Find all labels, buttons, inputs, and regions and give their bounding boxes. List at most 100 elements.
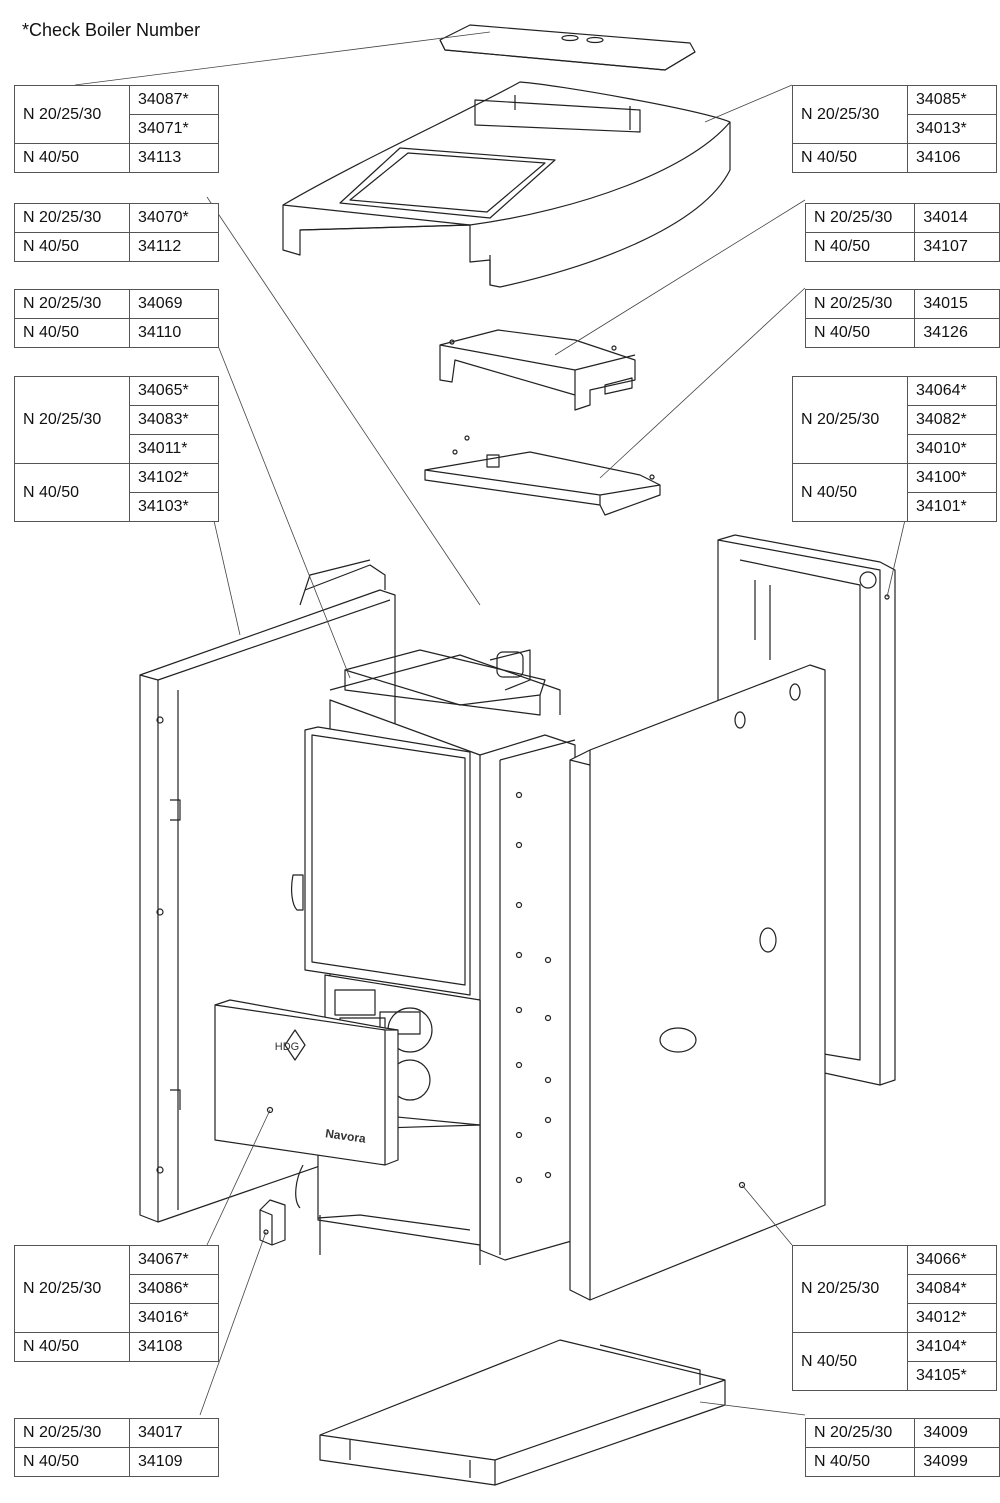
model-cell: N 40/50	[14, 143, 130, 173]
model-cell: N 40/50	[804, 318, 916, 348]
part-number-cell: 34013*	[907, 114, 997, 144]
parts-row: 34086*	[15, 1274, 219, 1304]
part-number-cell: 34102*	[129, 463, 219, 493]
part-number-cell: 34069	[129, 289, 219, 319]
model-cell: N 40/50	[14, 318, 130, 348]
part-number-cell: 34017	[129, 1418, 219, 1448]
part-number-cell: 34099	[914, 1447, 1000, 1477]
model-cell: N 20/25/30	[792, 376, 908, 464]
model-cell: N 20/25/30	[792, 85, 908, 144]
model-cell: N 40/50	[792, 1332, 908, 1391]
part-number-cell: 34112	[129, 232, 219, 262]
model-cell: N 20/25/30	[14, 376, 130, 464]
part-number-cell: 34070*	[129, 203, 219, 233]
part-number-cell: 34107	[914, 232, 1000, 262]
part-number-cell: 34085*	[907, 85, 997, 115]
parts-row: 34103*	[15, 492, 219, 522]
boiler-door	[291, 726, 471, 996]
parts-row: 34010*	[793, 434, 997, 464]
part-number-cell: 34113	[129, 143, 219, 173]
model-cell: N 40/50	[14, 463, 130, 522]
part-number-cell: 34082*	[907, 405, 997, 435]
part-number-cell: 34087*	[129, 85, 219, 115]
part-number-cell: 34016*	[129, 1303, 219, 1333]
model-cell: N 20/25/30	[14, 1418, 130, 1448]
model-cell: N 20/25/30	[14, 1245, 130, 1333]
mid-cover-panel	[439, 329, 636, 411]
leader-lines	[74, 31, 906, 1416]
brand-logo-text: HDG	[275, 1041, 299, 1053]
product-name-label: Navora	[324, 1126, 367, 1146]
part-number-cell: 34086*	[129, 1274, 219, 1304]
model-cell: N 40/50	[14, 232, 130, 262]
right-side-panel	[569, 664, 826, 1301]
part-number-cell: 34108	[129, 1332, 219, 1362]
part-number-cell: 34071*	[129, 114, 219, 144]
model-cell: N 40/50	[804, 232, 916, 262]
part-number-cell: 34105*	[907, 1361, 997, 1391]
parts-row: 34083*	[15, 405, 219, 435]
part-number-cell: 34067*	[129, 1245, 219, 1275]
model-cell: N 40/50	[14, 1332, 130, 1362]
part-number-cell: 34015	[914, 289, 1000, 319]
part-number-cell: 34106	[907, 143, 997, 173]
model-cell: N 20/25/30	[14, 85, 130, 144]
part-number-cell: 34110	[129, 318, 219, 348]
part-number-cell: 34066*	[907, 1245, 997, 1275]
part-number-cell: 34084*	[907, 1274, 997, 1304]
baffle-plate	[424, 435, 661, 516]
part-number-cell: 34012*	[907, 1303, 997, 1333]
base-plate	[319, 1339, 726, 1486]
part-number-cell: 34064*	[907, 376, 997, 406]
part-number-cell: 34100*	[907, 463, 997, 493]
part-number-cell: 34103*	[129, 492, 219, 522]
part-number-cell: 34009	[914, 1418, 1000, 1448]
part-number-cell: 34014	[914, 203, 1000, 233]
part-number-cell: 34104*	[907, 1332, 997, 1362]
parts-row: 34101*	[793, 492, 997, 522]
small-bracket	[259, 1199, 286, 1246]
model-cell: N 20/25/30	[14, 289, 130, 319]
control-box-cover	[214, 999, 399, 1166]
part-number-cell: 34109	[129, 1447, 219, 1477]
part-number-cell: 34065*	[129, 376, 219, 406]
part-number-cell: 34010*	[907, 434, 997, 464]
check-boiler-note: *Check Boiler Number	[22, 20, 201, 40]
part-number-cell: 34083*	[129, 405, 219, 435]
model-cell: N 40/50	[804, 1447, 916, 1477]
part-number-cell: 34101*	[907, 492, 997, 522]
model-cell: N 20/25/30	[804, 1418, 916, 1448]
part-number-cell: 34126	[914, 318, 1000, 348]
model-cell: N 20/25/30	[804, 289, 916, 319]
model-cell: N 20/25/30	[14, 203, 130, 233]
model-cell: N 20/25/30	[804, 203, 916, 233]
